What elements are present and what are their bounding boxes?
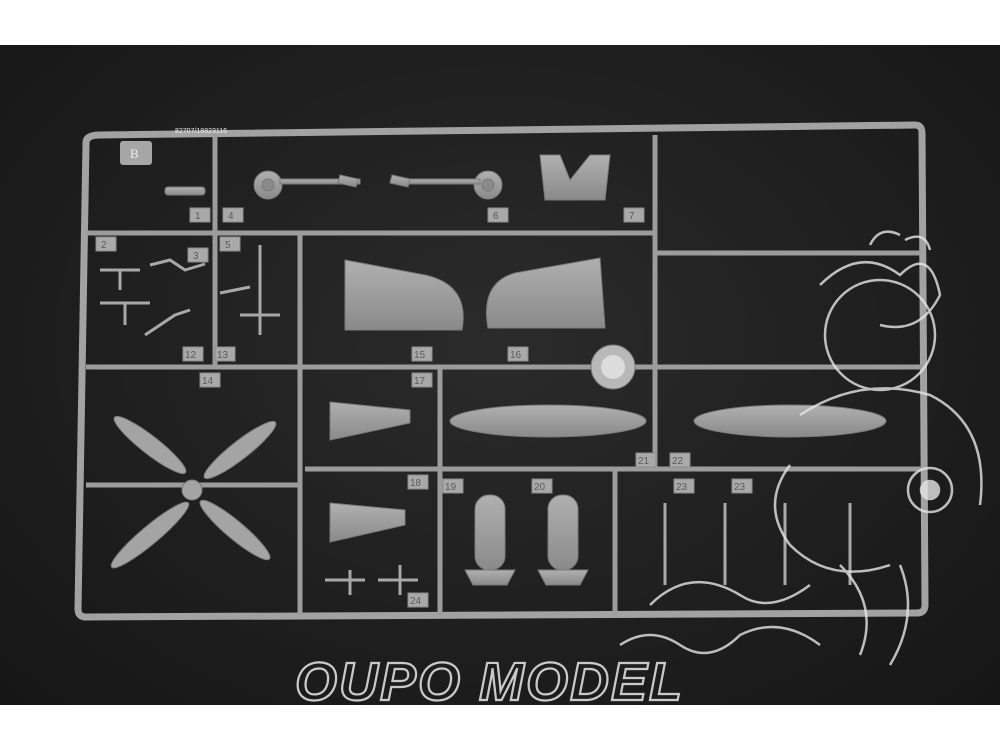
part-label-4: 4 [228,211,234,222]
part-label-17: 17 [414,376,426,387]
sprue-serial: 82707/18823116 [175,128,227,135]
part-label-3: 3 [193,251,199,262]
drop-tank-22 [693,404,887,438]
sprue-letter-tab [120,141,152,165]
part-label-22: 22 [672,456,684,467]
sprue-frame [74,121,929,621]
part-label-13: 13 [217,350,229,361]
part-label-21: 21 [638,456,650,467]
part-label-5: 5 [225,240,231,251]
part-label-18: 18 [410,478,422,489]
sprue-letter: B [130,146,139,161]
propeller [110,415,277,569]
gear-door-17 [329,401,411,441]
part-label-16: 16 [510,350,522,361]
part-label-23a: 23 [676,482,688,493]
landing-gear-parts [164,154,611,201]
part-label-2: 2 [101,240,107,251]
part-label-6: 6 [493,211,499,222]
part-label-7: 7 [629,211,635,222]
small-parts-left [100,245,280,337]
bombs [464,494,589,586]
drop-tank-21 [449,404,647,438]
part-label-24: 24 [410,596,422,607]
part-label-14: 14 [202,376,214,387]
control-surface-16 [486,257,606,329]
display-stand-center [601,355,625,379]
part-label-15: 15 [414,350,426,361]
rockets [663,503,852,585]
part-number-tags [95,207,753,608]
photo: B 82707/18823116 [0,45,1000,705]
part-label-20: 20 [534,482,546,493]
part-label-12: 12 [185,350,197,361]
part-label-23b: 23 [734,482,746,493]
watermark-mascot [619,230,983,666]
small-parts-24 [325,565,418,595]
control-surface-15 [344,259,464,331]
gear-door-18 [329,502,406,543]
part-label-1: 1 [195,211,201,222]
part-label-19: 19 [445,482,457,493]
watermark-text: OUPO MODEL [295,652,684,705]
sprue-scene: B 82707/18823116 [74,121,983,705]
